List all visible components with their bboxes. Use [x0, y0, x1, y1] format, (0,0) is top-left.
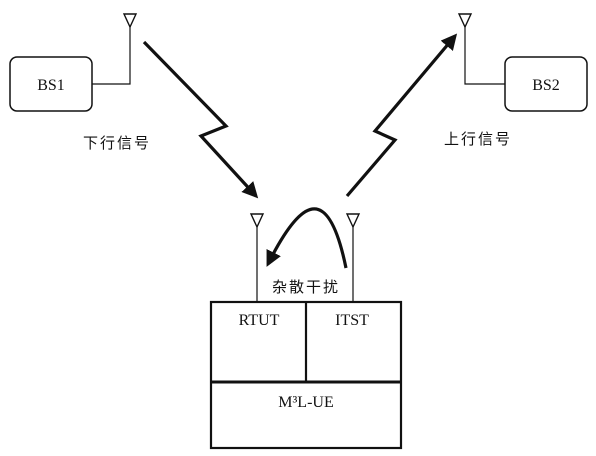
rtut-antenna-icon: [249, 213, 265, 229]
bs2-station: BS2: [457, 13, 588, 112]
itst-label: ITST: [335, 312, 369, 329]
ue-device: RTUT ITST M³L-UE: [209, 300, 403, 450]
ue-device-label: M³L-UE: [278, 394, 333, 411]
downlink-arrow: [142, 40, 259, 199]
bs1-label: BS1: [37, 77, 65, 94]
bs1-station: BS1: [9, 13, 138, 112]
rtut-label: RTUT: [239, 312, 280, 329]
rtut-antenna: [249, 213, 265, 302]
bs1-antenna-icon: [122, 13, 138, 29]
itst-antenna-icon: [345, 213, 361, 229]
interference-arrow: [266, 207, 348, 269]
uplink-arrow: [345, 33, 458, 198]
downlink-label: 下行信号: [83, 134, 151, 152]
uplink-label: 上行信号: [444, 130, 512, 148]
bs2-antenna-feed: [464, 26, 505, 85]
interference-label: 杂散干扰: [272, 278, 340, 296]
bs2-antenna-icon: [457, 13, 473, 29]
itst-antenna: [345, 213, 361, 302]
bs2-label: BS2: [532, 77, 560, 94]
bs1-antenna-feed: [92, 26, 131, 85]
